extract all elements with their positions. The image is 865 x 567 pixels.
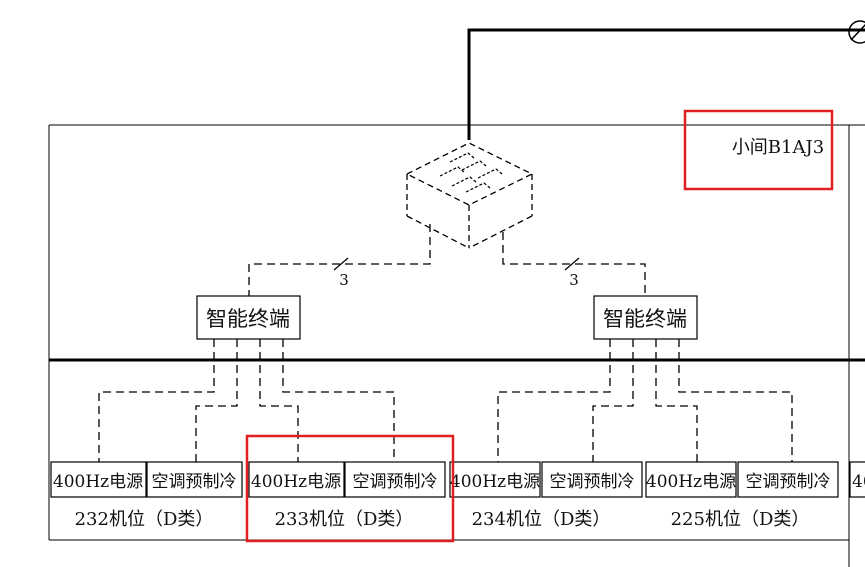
edge-partial-label: 40 [852,472,865,492]
meter-symbol-icon [848,20,865,44]
ac-label-232: 空调预制冷 [152,472,237,492]
terminal-box-right: 智能终端 [593,295,698,340]
power-label-232: 400Hz电源 [53,472,143,492]
cable-tick-marks [333,257,580,271]
equipment-row [50,461,865,498]
stand-label-234: 234机位（D类） [472,509,611,530]
terminal-to-equipment-links [98,339,793,462]
stand-label-233: 233机位（D类） [275,509,414,530]
cable-count-right: 3 [569,271,579,289]
upper-room-frame [48,124,865,567]
terminal-label-right: 智能终端 [603,307,687,331]
switch-arrows-icon [439,152,503,193]
ac-label-225: 空调预制冷 [746,472,831,492]
cable-count-left: 3 [339,271,349,289]
room-label: 小间B1AJ3 [732,137,824,158]
terminal-label-left: 智能终端 [206,307,290,331]
power-label-233: 400Hz电源 [251,472,341,492]
stand-label-232: 232机位（D类） [75,509,214,530]
equipment-labels: 400Hz电源 空调预制冷 400Hz电源 空调预制冷 400Hz电源 空调预制… [53,472,865,492]
switch-to-terminal-links [248,224,646,296]
stand-233-highlight [245,434,455,543]
ac-label-234: 空调预制冷 [550,472,635,492]
power-label-225: 400Hz电源 [646,472,736,492]
room-label-highlight [683,109,834,191]
uplink-line [467,28,865,140]
stand-labels: 232机位（D类） 233机位（D类） 234机位（D类） 225机位（D类） [75,509,810,530]
power-label-234: 400Hz电源 [450,472,540,492]
stand-label-225: 225机位（D类） [671,509,810,530]
ac-label-233: 空调预制冷 [353,472,438,492]
network-switch-icon [405,142,534,249]
terminal-box-left: 智能终端 [196,295,301,340]
